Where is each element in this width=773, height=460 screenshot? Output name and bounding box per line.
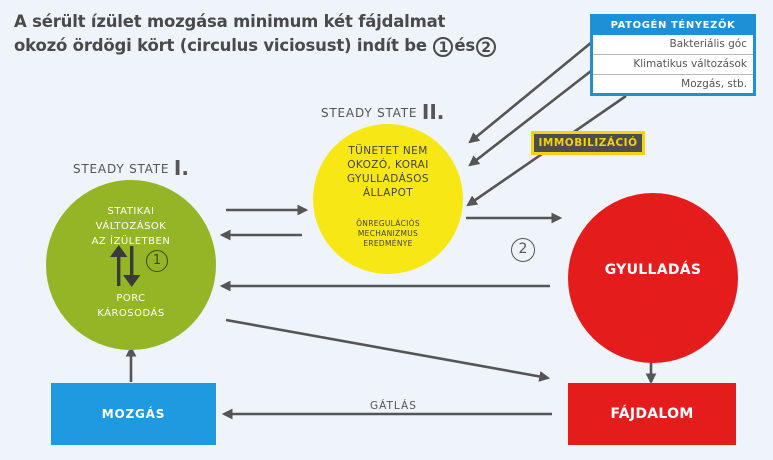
steady-state-2-label: STEADY STATE II.: [321, 100, 445, 124]
arrow-klimatikus-to-yellow: [468, 62, 601, 167]
patogen-item-bakterialis: Bakteriális góc: [593, 35, 753, 55]
number-2-marker: 2: [511, 238, 535, 262]
red-circle-label: GYULLADÁS: [604, 262, 702, 278]
gatlas-label: GÁTLÁS: [370, 400, 417, 412]
diagram-title: A sérült ízület mozgása minimum két fájd…: [14, 10, 534, 58]
title-number-2: 2: [475, 36, 496, 57]
green-circle-bottom-text: PORC KÁROSODÁS: [97, 293, 165, 319]
arrow-bakterialis-to-yellow: [468, 40, 593, 144]
yellow-circle: [313, 124, 463, 274]
up-down-arrows-icon: [110, 245, 141, 287]
immobilization-box: IMMOBILIZÁCIÓ: [531, 131, 645, 155]
patogen-item-mozgas: Mozgás, stb.: [681, 78, 747, 90]
mozgas-box: MOZGÁS: [51, 383, 216, 445]
title-line-2: okozó ördögi kört (circulus viciosust) i…: [14, 34, 534, 58]
title-line-2-text: okozó ördögi kört (circulus viciosust) i…: [14, 36, 427, 55]
arrow-green-to-fajdalom: [225, 318, 551, 382]
red-circle: [568, 193, 738, 363]
title-line-1: A sérült ízület mozgása minimum két fájd…: [14, 12, 446, 31]
steady-state-1-label: STEADY STATE I.: [73, 156, 189, 180]
title-number-1: 1: [433, 36, 454, 57]
patogen-item-klimatikus: Klimatikus változások: [593, 55, 753, 75]
yellow-circle-main-text: TÜNETET NEM OKOZÓ, KORAI GYULLADÁSOS ÁLL…: [347, 145, 429, 199]
patogen-header: PATOGÉN TÉNYEZŐK: [593, 17, 753, 35]
green-circle-number-1: 1: [146, 250, 168, 272]
patogen-factors-box: PATOGÉN TÉNYEZŐK Bakteriális góc Klimati…: [590, 14, 756, 96]
title-and: és: [454, 36, 475, 55]
fajdalom-box: FÁJDALOM: [568, 383, 736, 445]
green-circle-top-text: STATIKAI VÁLTOZÁSOK AZ ÍZÜLETBEN: [91, 206, 171, 247]
yellow-circle-sub-text: ÖNREGULÁCIÓS MECHANIZMUS EREDMÉNYE: [356, 219, 420, 248]
